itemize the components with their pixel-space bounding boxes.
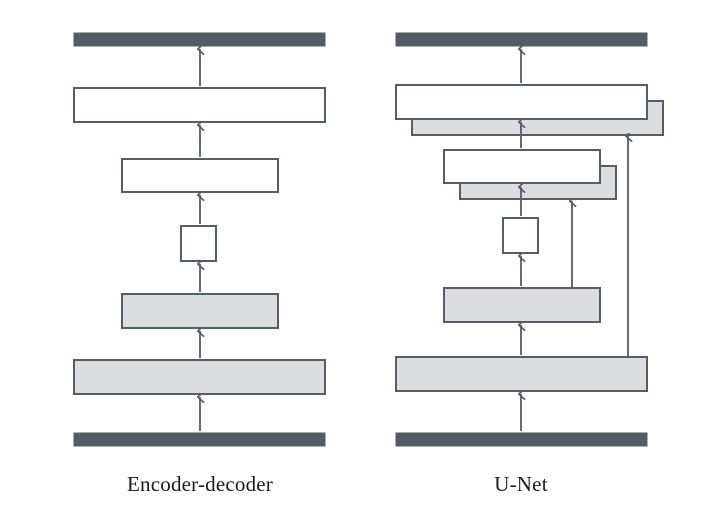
- panel-u-net: U-Net: [395, 32, 664, 496]
- u-net-decoder-block-1: [395, 84, 648, 120]
- encoder-decoder-decoder-block-1: [73, 87, 326, 123]
- encoder-decoder-bottleneck-block: [180, 225, 217, 262]
- u-net-caption: U-Net: [494, 472, 547, 496]
- encoder-decoder-encoder-block-2: [121, 293, 279, 329]
- u-net-bottleneck-block: [502, 217, 539, 254]
- encoder-decoder-input-bar: [73, 432, 326, 447]
- u-net-input-bar: [395, 432, 648, 447]
- u-net-decoder-block-2: [443, 149, 601, 184]
- panels-layer: Encoder-decoder U-Net: [73, 32, 664, 496]
- u-net-encoder-block-1: [395, 356, 648, 392]
- encoder-decoder-encoder-block-1: [73, 359, 326, 395]
- u-net-output-bar: [395, 32, 648, 47]
- panel-encoder-decoder: Encoder-decoder: [73, 32, 326, 496]
- encoder-decoder-caption: Encoder-decoder: [127, 472, 273, 496]
- u-net-encoder-block-2: [443, 287, 601, 323]
- encoder-decoder-output-bar: [73, 32, 326, 47]
- encoder-decoder-decoder-block-2: [121, 158, 279, 193]
